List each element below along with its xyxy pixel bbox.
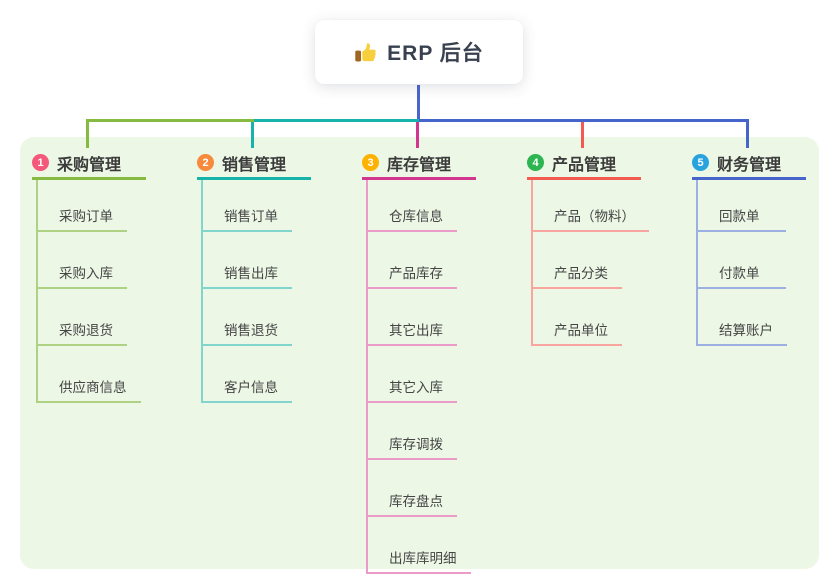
branch3-drop-line [416, 122, 419, 148]
branch-heading[interactable]: 1 采购管理 [32, 148, 146, 180]
child-label: 产品单位 [554, 323, 608, 338]
branch-label: 产品管理 [552, 156, 617, 174]
branch5-connector-line [419, 119, 749, 122]
branch-child-item[interactable]: 库存盘点 [368, 460, 457, 517]
branch-child-item[interactable]: 产品单位 [533, 289, 622, 346]
child-label: 其它出库 [389, 323, 443, 338]
branch-children: 回款单付款单结算账户 [696, 180, 787, 346]
branches-panel [20, 137, 819, 569]
branch-child-item[interactable]: 付款单 [698, 232, 786, 289]
branch-child-item[interactable]: 供应商信息 [38, 346, 141, 403]
child-label: 产品分类 [554, 266, 608, 281]
branch-child-item[interactable]: 回款单 [698, 180, 786, 232]
branch-child-item[interactable]: 出库库明细 [368, 517, 471, 574]
branch-child-item[interactable]: 产品分类 [533, 232, 622, 289]
branch-child-item[interactable]: 仓库信息 [368, 180, 457, 232]
branch-child-item[interactable]: 采购入库 [38, 232, 127, 289]
branch-children: 销售订单销售出库销售退货客户信息 [201, 180, 292, 403]
root-connector-line [417, 85, 420, 122]
child-label: 付款单 [719, 266, 760, 281]
child-label: 回款单 [719, 209, 760, 224]
branch-child-item[interactable]: 库存调拨 [368, 403, 457, 460]
branch1-connector-line [86, 119, 254, 122]
branch-label: 采购管理 [57, 156, 122, 174]
branch-child-item[interactable]: 客户信息 [203, 346, 292, 403]
child-label: 采购入库 [59, 266, 113, 281]
branch-column: 5 财务管理 回款单付款单结算账户 [692, 148, 839, 346]
branch1-drop-line [86, 122, 89, 148]
branch-number-badge: 2 [197, 154, 214, 171]
branch-child-item[interactable]: 销售订单 [203, 180, 292, 232]
branch-child-item[interactable]: 产品（物料） [533, 180, 649, 232]
branch-child-item[interactable]: 其它出库 [368, 289, 457, 346]
child-label: 产品库存 [389, 266, 443, 281]
branch-heading[interactable]: 3 库存管理 [362, 148, 476, 180]
branch-heading[interactable]: 5 财务管理 [692, 148, 806, 180]
child-label: 供应商信息 [59, 380, 127, 395]
branch-child-item[interactable]: 销售出库 [203, 232, 292, 289]
branch-child-item[interactable]: 销售退货 [203, 289, 292, 346]
branch-number-badge: 1 [32, 154, 49, 171]
thumbs-up-icon [354, 41, 377, 64]
branch-column: 4 产品管理 产品（物料） 产品分类产品单位 [527, 148, 677, 346]
branch-column: 1 采购管理 采购订单采购入库采购退货供应商信息 [32, 148, 182, 403]
branch-label: 库存管理 [387, 156, 452, 174]
child-label: 销售出库 [224, 266, 278, 281]
branch-child-item[interactable]: 采购退货 [38, 289, 127, 346]
branch5-drop-line [746, 122, 749, 148]
branch-column: 3 库存管理 仓库信息产品库存其它出库其它入库库存调拨库存盘点出库库明细 [362, 148, 512, 574]
child-label: 产品（物料） [554, 209, 635, 224]
child-label: 客户信息 [224, 380, 278, 395]
branch-label: 销售管理 [222, 156, 287, 174]
child-label: 采购订单 [59, 209, 113, 224]
child-label: 库存调拨 [389, 437, 443, 452]
branch-child-item[interactable]: 采购订单 [38, 180, 127, 232]
child-label: 仓库信息 [389, 209, 443, 224]
child-label: 采购退货 [59, 323, 113, 338]
branch2-connector-line [254, 119, 419, 122]
child-label: 销售退货 [224, 323, 278, 338]
branch-heading[interactable]: 2 销售管理 [197, 148, 311, 180]
branch-label: 财务管理 [717, 156, 782, 174]
child-label: 其它入库 [389, 380, 443, 395]
child-label: 销售订单 [224, 209, 278, 224]
branch-number-badge: 4 [527, 154, 544, 171]
branch-children: 采购订单采购入库采购退货供应商信息 [36, 180, 141, 403]
branch-child-item[interactable]: 其它入库 [368, 346, 457, 403]
branch-heading[interactable]: 4 产品管理 [527, 148, 641, 180]
branch-number-badge: 3 [362, 154, 379, 171]
branch2-drop-line [251, 122, 254, 148]
branch-child-item[interactable]: 结算账户 [698, 289, 787, 346]
root-node[interactable]: ERP 后台 [315, 20, 523, 84]
branch4-drop-line [581, 122, 584, 148]
branch-child-item[interactable]: 产品库存 [368, 232, 457, 289]
branch-number-badge: 5 [692, 154, 709, 171]
branch-children: 产品（物料） 产品分类产品单位 [531, 180, 649, 346]
branch-children: 仓库信息产品库存其它出库其它入库库存调拨库存盘点出库库明细 [366, 180, 471, 574]
child-label: 结算账户 [719, 323, 773, 338]
branch-column: 2 销售管理 销售订单销售出库销售退货客户信息 [197, 148, 347, 403]
child-label: 库存盘点 [389, 494, 443, 509]
root-title: ERP 后台 [387, 42, 484, 65]
child-label: 出库库明细 [389, 551, 457, 566]
